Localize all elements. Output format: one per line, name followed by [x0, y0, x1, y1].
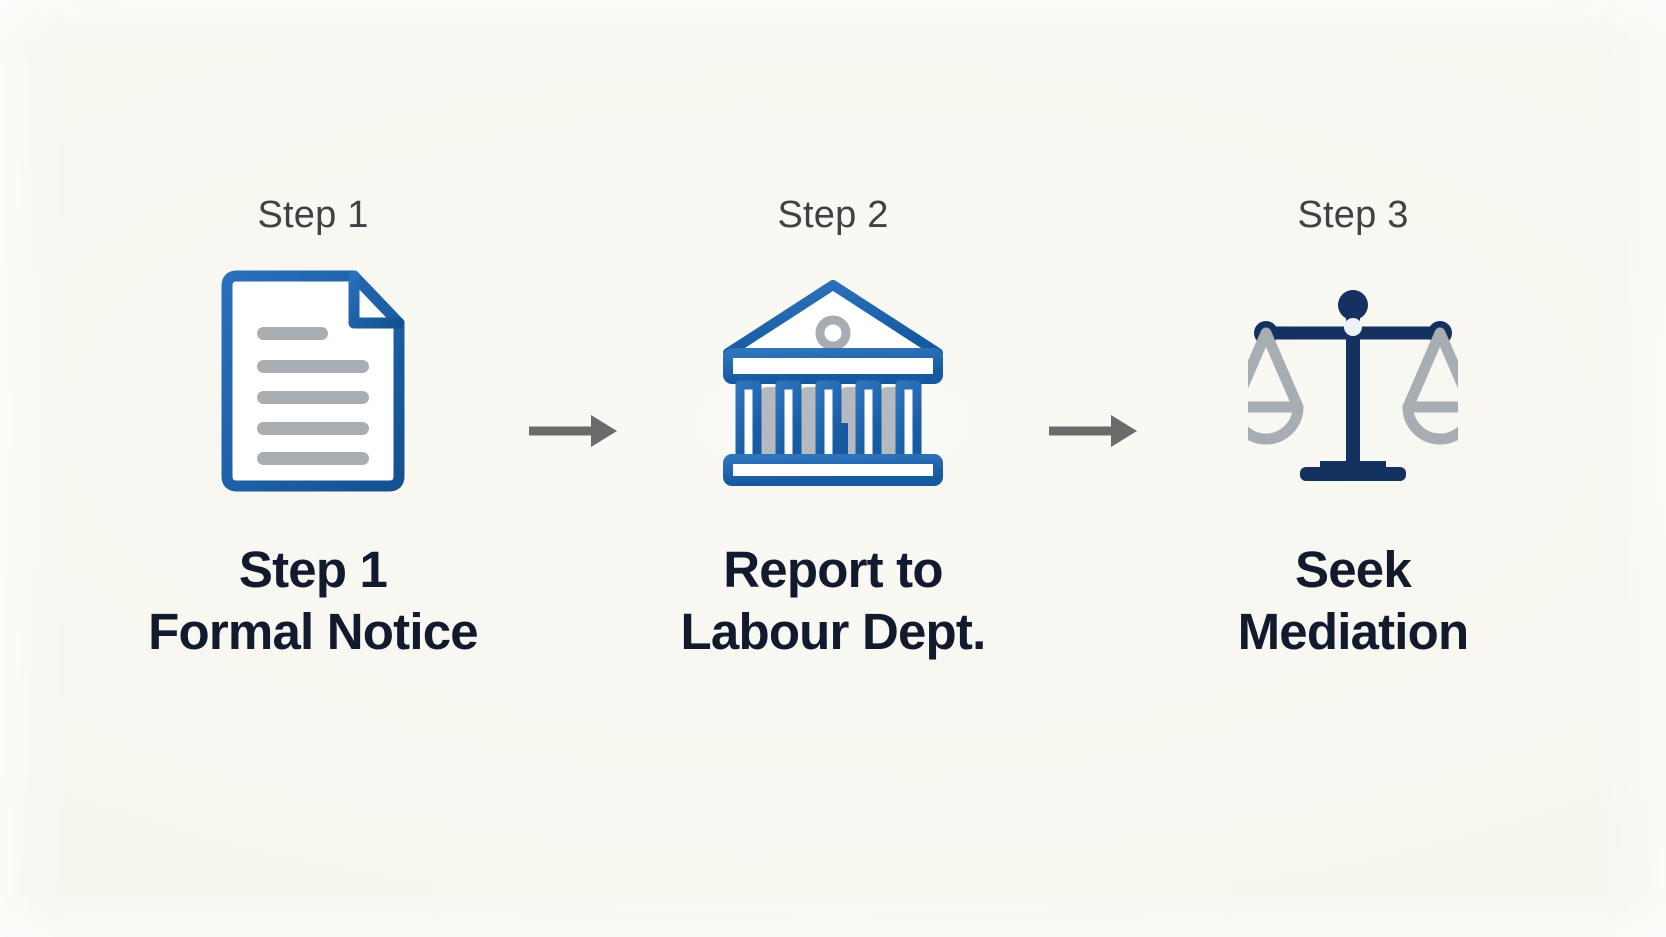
- process-step-2: Step 2: [633, 196, 1033, 663]
- step-2-title-line-2: Labour Dept.: [680, 603, 987, 661]
- connector-arrow-1: [513, 411, 633, 451]
- step-1-eyebrow: Step 1: [257, 194, 369, 236]
- step-3-icon-wrapper: [1233, 268, 1473, 493]
- step-1-title-line-1: Step 1: [238, 541, 388, 598]
- step-3-eyebrow: Step 3: [1297, 194, 1409, 236]
- step-3-title: Seek Mediation: [1237, 539, 1470, 663]
- arrow-right-icon: [529, 415, 617, 447]
- arrow-right-icon: [1049, 415, 1137, 447]
- step-1-title: Step 1 Formal Notice: [148, 539, 478, 663]
- document-icon: [221, 270, 405, 491]
- process-step-1: Step 1: [113, 196, 513, 663]
- step-3-title-line-1: Seek: [1295, 541, 1412, 598]
- step-1-icon-wrapper: [193, 268, 433, 493]
- step-2-eyebrow: Step 2: [777, 194, 889, 236]
- step-1-title-line-2: Formal Notice: [148, 603, 478, 661]
- step-2-title-line-1: Report to: [723, 541, 943, 598]
- step-3-title-line-2: Mediation: [1237, 603, 1470, 661]
- process-step-3: Step 3: [1153, 196, 1553, 663]
- government-building-icon: [723, 279, 943, 486]
- step-2-icon-wrapper: [713, 268, 953, 493]
- connector-arrow-2: [1033, 411, 1153, 451]
- step-2-title: Report to Labour Dept.: [680, 539, 987, 663]
- scales-of-justice-icon: [1248, 289, 1458, 481]
